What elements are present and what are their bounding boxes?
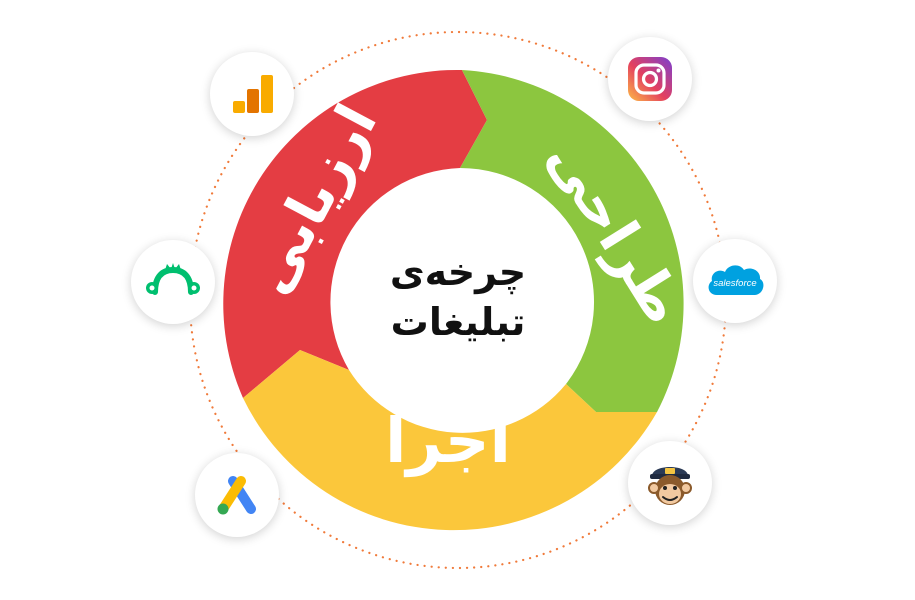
google-ads-icon xyxy=(217,476,256,515)
google-analytics-icon xyxy=(233,75,273,113)
badge-salesforce: salesforce xyxy=(693,239,777,323)
surveymonkey-icon xyxy=(146,263,200,295)
center-title-line2: تبلیغات xyxy=(391,300,526,344)
center-circle xyxy=(352,194,564,406)
badge-mailchimp xyxy=(628,441,712,525)
center-title-line1: چرخه‌ی xyxy=(390,250,526,294)
badge-surveymonkey xyxy=(131,240,215,324)
salesforce-icon: salesforce xyxy=(708,265,764,295)
mailchimp-icon xyxy=(648,467,692,505)
segment-label-execute: اجرا xyxy=(385,404,511,477)
segment-evaluate xyxy=(223,69,487,399)
segment-execute xyxy=(243,350,657,531)
badge-instagram xyxy=(608,37,692,121)
salesforce-wordmark: salesforce xyxy=(713,278,756,289)
badge-google-ads xyxy=(195,453,279,537)
segment-design xyxy=(460,70,684,412)
badge-google-analytics xyxy=(210,52,294,136)
instagram-icon xyxy=(628,57,672,101)
